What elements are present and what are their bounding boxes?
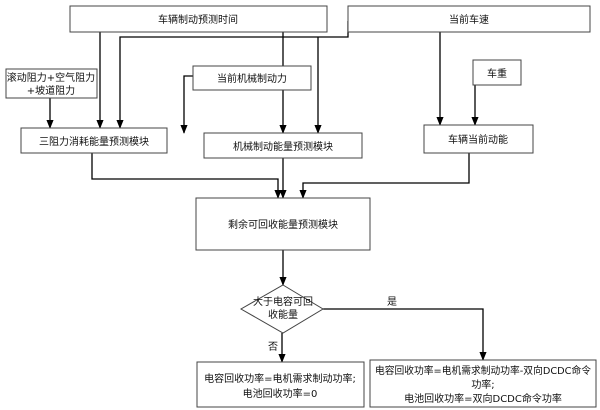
node-resistance-label-1: 滚动阻力+空气阻力 (7, 71, 95, 84)
node-result-yes-label-1: 电容回收功率=电机需求制动功率-双向DCDC命令 (375, 364, 591, 377)
node-mech-energy-module-label: 机械制动能量预测模块 (233, 140, 333, 153)
node-decision-label-2: 收能量 (268, 308, 298, 321)
node-decision: 大于电容可回 收能量 (239, 284, 324, 334)
node-kinetic-energy-label: 车辆当前动能 (448, 133, 508, 146)
node-resistance-label-2: +坡道阻力 (27, 84, 75, 97)
node-three-resist-module-label: 三阻力消耗能量预测模块 (39, 135, 149, 148)
node-result-no: 电容回收功率=电机需求制动功率; 电池回收功率=0 (196, 361, 365, 408)
node-result-yes-label-3: 电池回收功率=双向DCDC命令功率 (404, 392, 562, 405)
edge-decision-yes (323, 308, 487, 361)
node-braking-time: 车辆制动预测时间 (69, 5, 328, 33)
node-mech-energy-module: 机械制动能量预测模块 (203, 132, 363, 159)
node-current-speed: 当前车速 (347, 5, 591, 33)
node-mech-power-label: 当前机械制动力 (217, 72, 287, 85)
node-three-resist-module: 三阻力消耗能量预测模块 (20, 127, 168, 154)
edge-label-yes: 是 (387, 296, 397, 308)
node-result-no-label-2: 电池回收功率=0 (243, 387, 318, 400)
node-vehicle-weight: 车重 (472, 59, 522, 86)
edge-kinetic-to-remaining (299, 153, 470, 199)
edge-mech-power-to-mech-energy (180, 75, 193, 134)
node-remaining-energy-module-label: 剩余可回收能量预测模块 (228, 218, 338, 231)
node-mech-power: 当前机械制动力 (192, 65, 312, 91)
node-decision-label-1: 大于电容可回 (253, 295, 313, 308)
node-braking-time-label: 车辆制动预测时间 (158, 13, 238, 26)
node-result-yes-label-2: 功率; (471, 378, 494, 391)
node-vehicle-weight-label: 车重 (487, 67, 507, 80)
edge-three-resist-to-remaining (91, 153, 282, 199)
node-current-speed-label: 当前车速 (449, 13, 489, 26)
node-remaining-energy-module: 剩余可回收能量预测模块 (195, 197, 371, 251)
node-result-yes: 电容回收功率=电机需求制动功率-双向DCDC命令 功率; 电池回收功率=双向DC… (369, 359, 597, 408)
node-kinetic-energy: 车辆当前动能 (423, 124, 534, 154)
edge-label-no: 否 (268, 341, 278, 353)
node-result-no-label-1: 电容回收功率=电机需求制动功率; (204, 372, 356, 385)
node-resistance: 滚动阻力+空气阻力 +坡道阻力 (5, 68, 98, 99)
